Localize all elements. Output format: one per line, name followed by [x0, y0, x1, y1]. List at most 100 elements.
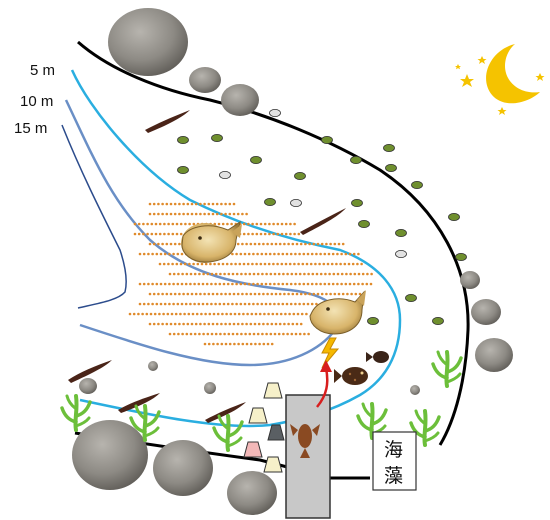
sand-dot	[168, 282, 171, 286]
sand-dot	[324, 272, 327, 276]
sand-dot	[242, 232, 246, 236]
sand-dot	[226, 222, 229, 226]
sand-dot	[235, 332, 239, 336]
sand-dot	[157, 322, 160, 326]
sand-dot	[264, 252, 268, 256]
sand-dot	[223, 272, 226, 276]
sand-dot	[161, 292, 164, 296]
sand-dot	[148, 322, 152, 326]
pebble	[269, 109, 281, 118]
rock-top-small-2	[221, 84, 259, 116]
sand-dot	[291, 322, 295, 326]
eel-4	[118, 393, 160, 413]
sand-dot	[245, 292, 248, 296]
sand-dot	[351, 262, 355, 266]
sand-dot	[251, 262, 254, 266]
sand-dot	[315, 252, 318, 256]
rockfish-2	[334, 367, 368, 385]
sand-dot	[322, 262, 326, 266]
sand-dot	[253, 292, 257, 296]
sand-dot	[142, 232, 145, 236]
sand-dot	[255, 262, 258, 266]
sand-dot	[137, 222, 141, 226]
sand-dot	[147, 302, 150, 306]
sand-dot	[242, 262, 246, 266]
sand-dot	[280, 232, 284, 236]
sand-dot	[138, 302, 142, 306]
sand-dot	[304, 292, 307, 296]
sand-dot	[214, 282, 217, 286]
sand-dot	[165, 242, 169, 246]
sand-dot	[229, 312, 233, 316]
sand-dot	[306, 302, 310, 306]
sand-dot	[309, 262, 313, 266]
sand-dot	[152, 242, 156, 246]
sand-dot	[170, 312, 174, 316]
sand-dot	[284, 232, 288, 236]
sand-dot	[217, 222, 221, 226]
sinkers	[243, 382, 285, 473]
sand-dot	[161, 322, 164, 326]
sand-dot	[224, 342, 228, 346]
sand-dot	[221, 312, 224, 316]
sand-dot	[231, 272, 235, 276]
sand-dot	[175, 262, 179, 266]
sand-dot	[152, 202, 156, 206]
sand-dot	[224, 212, 227, 216]
sand-dot	[265, 332, 268, 336]
sand-dot	[176, 302, 180, 306]
sand-dot	[268, 282, 272, 286]
sand-dot	[222, 282, 226, 286]
sand-dot	[147, 282, 150, 286]
sand-dot	[183, 312, 186, 316]
sand-dot	[175, 232, 179, 236]
sand-dot	[182, 292, 185, 296]
sand-dot	[227, 332, 231, 336]
sand-dot	[320, 242, 324, 246]
sand-dot	[165, 202, 169, 206]
sand-dot	[161, 242, 164, 246]
sand-dot	[158, 232, 162, 236]
sand-dot	[219, 332, 222, 336]
eel-3	[68, 360, 112, 383]
sand-dot	[192, 222, 196, 226]
sand-dot	[200, 312, 203, 316]
sand-dot	[221, 222, 225, 226]
sand-dot	[184, 302, 188, 306]
sand-dot	[158, 312, 161, 316]
sand-dot	[231, 302, 234, 306]
sand-dot	[194, 212, 198, 216]
sand-dot	[270, 342, 274, 346]
sand-dot	[172, 332, 176, 336]
sand-dot	[153, 312, 157, 316]
sand-dot	[302, 252, 306, 256]
sand-dot	[281, 252, 285, 256]
sand-dot	[165, 322, 169, 326]
sand-dot	[146, 222, 149, 226]
sand-dot	[294, 302, 297, 306]
sand-dot	[242, 222, 246, 226]
sand-dot	[284, 222, 288, 226]
sand-dot	[298, 332, 302, 336]
rocks	[72, 8, 513, 515]
sand-dot	[228, 342, 232, 346]
sand-dot	[179, 232, 183, 236]
sand-dot	[236, 242, 240, 246]
sand-dot	[255, 222, 259, 226]
star-icon	[455, 64, 461, 70]
sand-dot	[248, 332, 252, 336]
sand-dot	[216, 312, 220, 316]
sand-dot	[356, 262, 359, 266]
sand-dot	[241, 342, 245, 346]
sand-dot	[168, 332, 172, 336]
sand-dot	[310, 302, 314, 306]
sand-dot	[290, 332, 294, 336]
sand-dot	[228, 292, 232, 296]
pebble	[383, 143, 395, 152]
sand-dot	[214, 302, 217, 306]
sand-dot	[278, 242, 282, 246]
rock-right-1	[460, 271, 480, 289]
pebble	[351, 198, 363, 207]
sand-dot	[202, 272, 205, 276]
sand-dot	[138, 252, 142, 256]
